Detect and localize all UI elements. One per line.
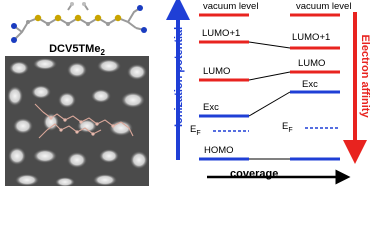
right-fermi-label: EF xyxy=(282,121,293,134)
molecule-name: DCV5TMe2 xyxy=(49,43,105,58)
affinity-label: Electron affinity xyxy=(359,34,371,118)
stm-image xyxy=(5,56,149,186)
energy-diagram xyxy=(166,0,367,185)
connector-lumo1 xyxy=(248,41,291,49)
right-vacuum-label: vacuum level xyxy=(296,1,352,12)
connector-lumo xyxy=(248,71,291,81)
connector-exc xyxy=(248,91,291,117)
left-lumo1-label: LUMO+1 xyxy=(202,28,241,39)
right-lumo1-label: LUMO+1 xyxy=(292,32,331,43)
left-lumo-label: LUMO xyxy=(203,66,231,77)
right-exc-label: Exc xyxy=(302,79,318,90)
molecule-structure xyxy=(11,2,147,43)
coverage-label: coverage xyxy=(230,168,279,180)
left-vacuum-label: vacuum level xyxy=(203,1,259,12)
left-fermi-label: EF xyxy=(190,124,201,137)
figure-root: DCV5TMe2 xyxy=(5,0,371,186)
left-exc-label: Exc xyxy=(203,102,219,113)
left-homo-label: HOMO xyxy=(204,145,234,156)
right-lumo-label: LUMO xyxy=(298,58,326,69)
ionization-label: Ionization potential xyxy=(173,26,185,127)
